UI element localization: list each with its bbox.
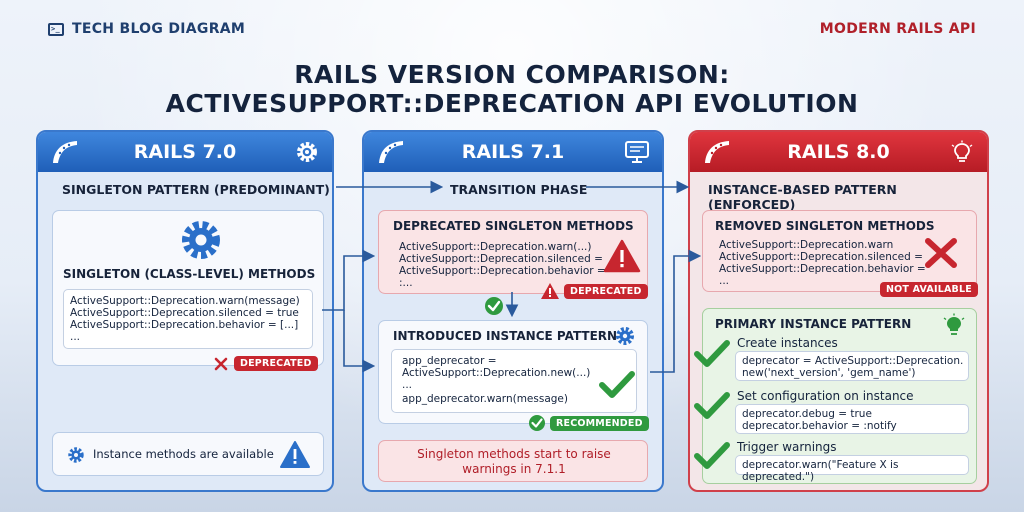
code-line: deprecator.warn("Feature X is deprecated… [742, 459, 899, 483]
code-line: ... [719, 275, 730, 287]
checkmark-icon [529, 415, 545, 431]
deprecated-methods-card: DEPRECATED SINGLETON METHODS ActiveSuppo… [378, 210, 648, 294]
title-line-1: RAILS VERSION COMPARISON: [294, 60, 730, 89]
warning-note-line: warnings in 7.1.1 [462, 462, 566, 476]
gear-icon [616, 327, 634, 345]
series-tag: MODERN RAILS API [819, 21, 976, 37]
lightbulb-icon [943, 313, 965, 335]
singleton-card: SINGLETON (CLASS-LEVEL) METHODS ActiveSu… [52, 210, 324, 366]
rails-logo-icon [705, 141, 729, 163]
primary-instance-card: PRIMARY INSTANCE PATTERN Create instance… [694, 308, 977, 484]
code-block: deprecator = ActiveSupport::Deprecation.… [735, 351, 969, 381]
column-rails-7-1: RAILS 7.1 TRANSITION PHASE DEPRECATED SI… [362, 130, 664, 492]
title-line-2: ACTIVESUPPORT::DEPRECATION API EVOLUTION [165, 89, 859, 118]
code-line: app_deprecator = [402, 355, 497, 367]
flow-arrow [343, 310, 376, 373]
brand: >_ TECH BLOG DIAGRAM [48, 21, 245, 37]
deprecated-badge: DEPRECATED [234, 356, 318, 371]
phase-label: SINGLETON PATTERN (PREDOMINANT) [62, 182, 330, 197]
cross-icon [214, 357, 228, 371]
terminal-icon: >_ [48, 22, 64, 36]
code-line: ActiveSupport::Deprecation.silenced = [399, 253, 603, 265]
checkmark-icon [694, 442, 730, 469]
column-header: RAILS 8.0 [690, 132, 987, 172]
step-title: Trigger warnings [737, 440, 837, 454]
version-label: RAILS 7.0 [133, 141, 237, 163]
step-title: Create instances [737, 336, 838, 350]
gear-icon [68, 447, 84, 463]
checkmark-icon [694, 392, 730, 419]
checkmark-icon [694, 340, 730, 367]
warning-note-line: Singleton methods start to raise [417, 447, 611, 461]
checkmark-icon [485, 297, 503, 315]
column-rails-8-0: RAILS 8.0 INSTANCE-BASED PATTERN (ENFORC… [688, 130, 989, 492]
code-line: ActiveSupport::Deprecation.warn(message) [70, 295, 300, 307]
gear-icon [297, 142, 317, 162]
code-block: deprecator.warn("Feature X is deprecated… [735, 455, 969, 483]
checkmark-icon [599, 371, 635, 398]
warning-note: Singleton methods start to raise warning… [379, 447, 649, 477]
warning-note-card: Singleton methods start to raise warning… [378, 440, 648, 482]
removed-methods-card: REMOVED SINGLETON METHODS ActiveSupport:… [702, 210, 977, 292]
flow-arrow [650, 249, 702, 373]
code-line: deprecator = ActiveSupport::Deprecation. [742, 355, 964, 367]
warning-triangle-icon [280, 441, 310, 468]
code-line: ActiveSupport::Deprecation.warn(...) [399, 241, 592, 253]
warning-triangle-icon [603, 239, 641, 273]
page-title: RAILS VERSION COMPARISON: ACTIVESUPPORT:… [0, 60, 1024, 118]
gear-icon [182, 221, 220, 259]
code-line: ActiveSupport::Deprecation.silenced = [719, 251, 923, 263]
card-title: REMOVED SINGLETON METHODS [715, 219, 935, 233]
column-header: RAILS 7.1 [364, 132, 662, 172]
code-line: deprecator.debug = true [742, 408, 872, 420]
card-title: DEPRECATED SINGLETON METHODS [393, 219, 634, 233]
flow-arrow [322, 249, 376, 311]
code-line: new('next_version', 'gem_name') [742, 367, 916, 379]
version-label: RAILS 8.0 [787, 141, 890, 163]
phase-label: TRANSITION PHASE [450, 182, 588, 197]
card-title: INTRODUCED INSTANCE PATTERN [393, 329, 618, 343]
code-line: :... [399, 277, 413, 289]
code-line: ... [70, 331, 81, 343]
code-line: ActiveSupport::Deprecation.warn [719, 239, 894, 251]
version-label: RAILS 7.1 [461, 141, 565, 163]
introduced-instance-card: INTRODUCED INSTANCE PATTERN app_deprecat… [378, 320, 648, 424]
code-line: ... [402, 379, 413, 391]
step-title: Set configuration on instance [737, 389, 914, 403]
code-line: ActiveSupport::Deprecation.new(...) [402, 367, 591, 379]
instance-note: Instance methods are available [93, 447, 274, 461]
code-line: deprecator.behavior = :notify [742, 420, 897, 432]
instance-note-card: Instance methods are available [52, 432, 324, 476]
code-line: ActiveSupport::Deprecation.behavior = [399, 265, 606, 277]
code-line: app_deprecator.warn(message) [402, 393, 568, 405]
lightbulb-icon [951, 140, 973, 162]
card-title: PRIMARY INSTANCE PATTERN [715, 317, 912, 331]
code-line: ActiveSupport::Deprecation.behavior = [.… [70, 319, 299, 331]
column-header: RAILS 7.0 [38, 132, 332, 172]
code-block: deprecator.debug = true deprecator.behav… [735, 404, 969, 434]
cross-icon [925, 238, 957, 268]
monitor-icon [625, 141, 649, 163]
code-block: app_deprecator = ActiveSupport::Deprecat… [391, 349, 637, 413]
code-line: ActiveSupport::Deprecation.behavior = [719, 263, 926, 275]
top-bar: >_ TECH BLOG DIAGRAM MODERN RAILS API [48, 18, 976, 40]
phase-label: INSTANCE-BASED PATTERN (ENFORCED) [708, 182, 897, 212]
code-line: ActiveSupport::Deprecation.silenced = tr… [70, 307, 299, 319]
code-block: ActiveSupport::Deprecation.warn(message)… [63, 289, 313, 349]
warning-triangle-icon [541, 283, 559, 299]
not-available-badge: NOT AVAILABLE [880, 282, 978, 297]
rails-logo-icon [379, 141, 403, 163]
card-title: SINGLETON (CLASS-LEVEL) METHODS [63, 267, 316, 281]
deprecated-badge: DEPRECATED [564, 284, 648, 299]
column-rails-7-0: RAILS 7.0 SINGLETON PATTERN (PREDOMINANT… [36, 130, 334, 492]
rails-logo-icon [53, 141, 77, 163]
brand-label: TECH BLOG DIAGRAM [72, 21, 246, 37]
recommended-badge: RECOMMENDED [550, 416, 649, 431]
